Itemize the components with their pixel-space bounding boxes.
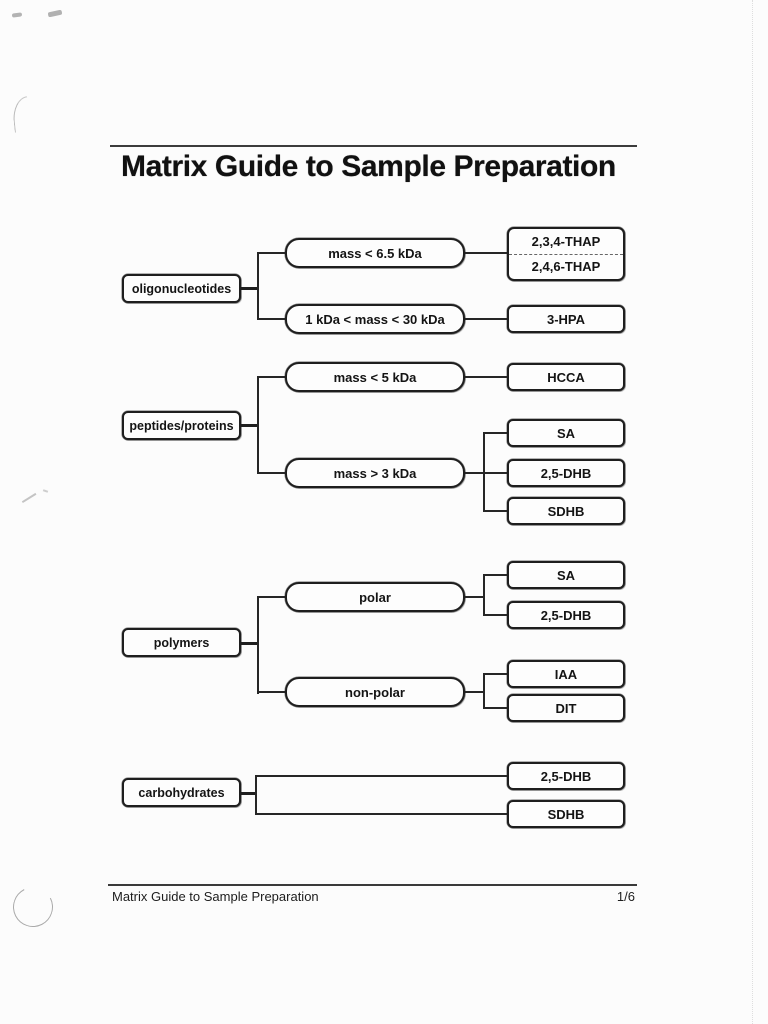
matrix-box-hcca: HCCA (507, 363, 625, 391)
connector (465, 472, 483, 474)
category-label: peptides/proteins (129, 418, 234, 433)
connector (241, 642, 258, 645)
connector (257, 252, 259, 320)
condition-box-polar: polar (285, 582, 465, 612)
matrix-label: DIT (555, 700, 577, 716)
connector (483, 614, 507, 616)
matrix-label: 3-HPA (546, 311, 586, 327)
category-box-peptides-proteins: peptides/proteins (122, 411, 241, 440)
scan-speck (11, 12, 23, 18)
category-box-polymers: polymers (122, 628, 241, 657)
footer-rule (108, 884, 637, 886)
connector (257, 318, 285, 320)
connector (241, 792, 256, 795)
category-box-oligonucleotides: oligonucleotides (122, 274, 241, 303)
matrix-box-sa: SA (507, 419, 625, 447)
connector (257, 472, 285, 474)
connector (465, 596, 483, 598)
condition-label: non-polar (345, 684, 405, 700)
category-box-carbohydrates: carbohydrates (122, 778, 241, 807)
condition-box-mass-lt-5-kda: mass < 5 kDa (285, 362, 465, 392)
category-label: oligonucleotides (131, 281, 232, 296)
connector (255, 775, 257, 815)
matrix-box-25-dhb-2: 2,5-DHB (507, 601, 625, 629)
connector (483, 574, 485, 616)
connector (257, 691, 285, 693)
matrix-label-246-thap: 2,4,6-THAP (509, 253, 623, 280)
connector (257, 376, 259, 474)
matrix-label: IAA (554, 666, 578, 682)
matrix-label: HCCA (547, 369, 585, 385)
connector (255, 813, 507, 815)
scan-ring-artifact (7, 881, 59, 933)
matrix-label: 2,5-DHB (540, 465, 592, 481)
connector (255, 775, 507, 777)
condition-label: 1 kDa < mass < 30 kDa (305, 311, 445, 327)
matrix-label: 2,5-DHB (540, 607, 592, 623)
matrix-label: SDHB (547, 503, 585, 519)
connector (257, 376, 285, 378)
matrix-box-sa-2: SA (507, 561, 625, 589)
matrix-box-sdhb: SDHB (507, 497, 625, 525)
category-label: carbohydrates (138, 785, 225, 800)
matrix-box-25-dhb-3: 2,5-DHB (507, 762, 625, 790)
page-title: Matrix Guide to Sample Preparation (121, 150, 616, 183)
header-rule (110, 145, 637, 147)
scan-speck (47, 9, 63, 18)
connector (483, 673, 485, 709)
condition-label: mass < 6.5 kDa (328, 245, 422, 261)
matrix-box-iaa: IAA (507, 660, 625, 688)
matrix-label: SDHB (547, 806, 585, 822)
matrix-box-3-hpa: 3-HPA (507, 305, 625, 333)
connector (465, 376, 507, 378)
condition-box-1kda-mass-30kda: 1 kDa < mass < 30 kDa (285, 304, 465, 334)
connector (465, 252, 507, 254)
condition-box-mass-gt-3-kda: mass > 3 kDa (285, 458, 465, 488)
connector (257, 252, 285, 254)
scan-arc-artifact (11, 96, 31, 133)
matrix-label: SA (556, 567, 576, 583)
matrix-box-thap-combo: 2,3,4-THAP 2,4,6-THAP (507, 227, 625, 281)
matrix-label: 2,5-DHB (540, 768, 592, 784)
matrix-box-sdhb-2: SDHB (507, 800, 625, 828)
connector (483, 432, 507, 434)
connector (241, 424, 258, 427)
connector (483, 707, 507, 709)
condition-label: mass < 5 kDa (333, 369, 417, 385)
matrix-box-25-dhb: 2,5-DHB (507, 459, 625, 487)
connector (483, 510, 507, 512)
condition-box-mass-lt-6-5-kda: mass < 6.5 kDa (285, 238, 465, 268)
connector (257, 596, 285, 598)
matrix-label-234-thap: 2,3,4-THAP (531, 233, 601, 249)
scan-mark (21, 492, 37, 503)
footer-title: Matrix Guide to Sample Preparation (112, 889, 319, 904)
connector (257, 596, 259, 694)
connector (483, 673, 507, 675)
condition-label: polar (359, 589, 391, 605)
connector (483, 472, 507, 474)
scan-edge-line (752, 0, 753, 1024)
scan-mark (42, 489, 49, 493)
connector (465, 318, 507, 320)
category-label: polymers (153, 635, 210, 650)
condition-label: mass > 3 kDa (333, 465, 417, 481)
connector (483, 574, 507, 576)
matrix-box-dit: DIT (507, 694, 625, 722)
footer-page-number: 1/6 (616, 889, 635, 904)
matrix-label: SA (556, 425, 576, 441)
connector (465, 691, 483, 693)
condition-box-non-polar: non-polar (285, 677, 465, 707)
connector (241, 287, 258, 290)
